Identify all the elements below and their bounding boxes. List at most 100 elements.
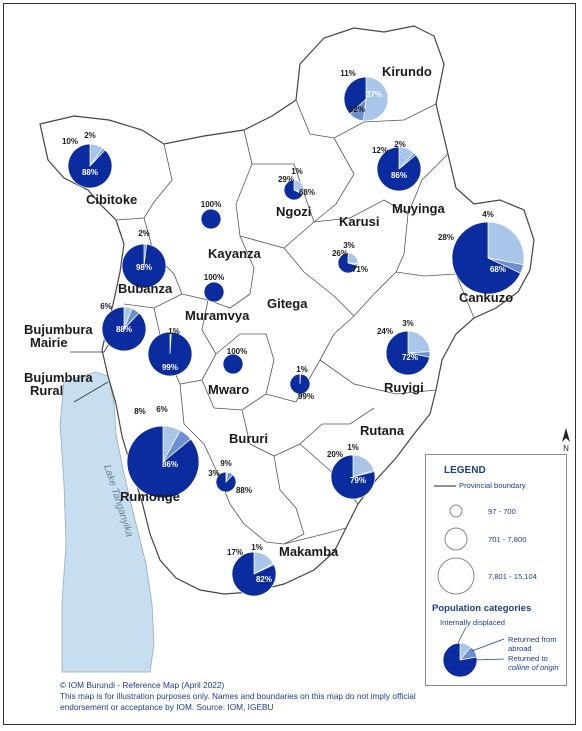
pie-label-muyinga: 2% — [394, 140, 406, 149]
province-label-karusi: Karusi — [339, 214, 379, 229]
pie-label-rutana: 20% — [327, 450, 343, 459]
pie-label-makamba: 82% — [256, 575, 272, 584]
leader-line-bujumbura-mairie — [70, 341, 111, 353]
legend-size-large-icon — [437, 557, 475, 595]
pie-slice-idp — [330, 454, 376, 500]
pie-label-cibitoke: 88% — [82, 168, 98, 177]
pie-rumonge — [126, 425, 200, 499]
legend-title: LEGEND — [444, 465, 486, 476]
pie-label-rumonge: 86% — [162, 460, 178, 469]
pie-slice-idp — [337, 252, 359, 274]
pie-label-bubanza: 98% — [136, 263, 152, 272]
province-label-ngozi: Ngozi — [276, 204, 311, 219]
province-label-bururi: Bururi — [229, 431, 268, 446]
pie-bujumbura_rural — [147, 331, 193, 377]
north-arrow-icon: N — [562, 428, 570, 453]
pie-label-cankuzo: 4% — [482, 210, 494, 219]
legend-abroad-label-1: Returned from — [508, 635, 557, 644]
pie-label-ruyigi: 24% — [377, 327, 393, 336]
pie-label-kayanza: 100% — [201, 200, 221, 209]
pie-label-rutana: 1% — [347, 443, 359, 452]
legend-pie-icon — [442, 626, 505, 678]
pie-label-karusi: 3% — [343, 241, 355, 250]
pie-label-karusi: 71% — [352, 265, 368, 274]
pie-label-muyinga: 12% — [372, 146, 388, 155]
province-label-muyinga: Muyinga — [392, 201, 445, 216]
province-label-muramvya: Muramvya — [185, 308, 250, 323]
pie-muramvya — [203, 281, 225, 303]
pie-label-muramvya: 100% — [204, 273, 224, 282]
pie-mwaro — [222, 353, 244, 375]
pie-label-kirundo: 52% — [349, 105, 365, 114]
footer-disclaimer-2: endorsement or acceptance by IOM. Source… — [60, 702, 274, 712]
footer-copyright: © IOM Burundi - Reference Map (April 202… — [60, 680, 225, 690]
legend-idp-label: Internally displaced — [440, 618, 506, 627]
legend-boundary-label: Provincial boundary — [459, 481, 526, 490]
pie-bubanza — [121, 243, 167, 289]
pie-cibitoke — [67, 143, 113, 189]
pie-kayanza — [200, 208, 222, 230]
footer-disclaimer-1: This map is for illustration purposes on… — [60, 691, 416, 701]
pie-label-rutana: 79% — [350, 476, 366, 485]
pie-label-mwaro: 100% — [227, 347, 247, 356]
pie-label-bujumbura_rural: 1% — [168, 327, 180, 336]
pie-makamba — [231, 551, 277, 597]
pie-charts: 37%52%11%88%10%2%68%29%1%86%12%2%71%26%3… — [62, 69, 525, 597]
pie-label-ruyigi: 72% — [402, 353, 418, 362]
leader-line-bujumbura-rural — [73, 381, 109, 403]
pie-label-makamba: 17% — [227, 548, 243, 557]
province-label-rutana: Rutana — [360, 423, 405, 438]
pie-slice-abroad — [487, 221, 525, 266]
legend-size-1-label: 97 - 700 — [488, 507, 516, 516]
pie-label-rumonge: 8% — [134, 407, 146, 416]
pie-label-bururi: 9% — [220, 459, 232, 468]
legend-colline-label-1: Returned to — [508, 654, 548, 663]
pie-label-cibitoke: 2% — [84, 131, 96, 140]
pie-label-kirundo: 11% — [340, 69, 356, 78]
legend-colline-label-2: colline of origin — [508, 663, 559, 672]
pie-label-ruyigi: 3% — [402, 319, 414, 328]
province-label-cankuzo: Cankuzo — [459, 290, 513, 305]
pie-gitega — [289, 373, 311, 395]
pie-label-cibitoke: 10% — [62, 137, 78, 146]
province-label-kayanza: Kayanza — [208, 246, 262, 261]
pie-label-bururi: 88% — [236, 486, 252, 495]
pie-slice-idp — [451, 221, 522, 295]
pie-slice-idp — [203, 281, 225, 303]
pie-slice-idp — [231, 551, 277, 597]
pie-slice-idp — [200, 208, 222, 230]
pie-slice-idp — [67, 143, 113, 189]
pie-slice-idp — [376, 146, 422, 192]
pie-slice-idp — [343, 76, 367, 115]
pie-slice-idp — [147, 331, 193, 377]
pie-slice-abroad — [362, 76, 389, 122]
legend-leader-line — [471, 638, 505, 652]
pie-slice-abroad — [407, 330, 431, 354]
legend-leader-line — [457, 626, 467, 644]
province-label-ruyigi: Ruyigi — [384, 380, 424, 395]
pie-label-cankuzo: 28% — [438, 233, 454, 242]
legend-leader-line — [473, 658, 505, 661]
pie-label-rumonge: 6% — [156, 405, 168, 414]
north-arrow-label: N — [563, 444, 569, 453]
pie-kirundo — [343, 76, 389, 122]
province-label-bubanza: Bubanza — [118, 281, 173, 296]
pie-slice-idp — [222, 353, 244, 375]
pie-ruyigi — [385, 330, 431, 376]
pie-label-kirundo: 37% — [366, 90, 382, 99]
pie-label-bujumbura_mairie: 6% — [100, 302, 112, 311]
pie-label-ngozi: 29% — [278, 175, 294, 184]
pie-label-bujumbura_mairie: 88% — [116, 325, 132, 334]
province-label-gitega: Gitega — [267, 296, 308, 311]
legend-size-3-label: 7,801 - 15,104 — [488, 572, 537, 581]
pie-label-cankuzo: 68% — [490, 265, 506, 274]
lake-tanganyika — [59, 371, 155, 673]
pie-rutana — [330, 454, 376, 500]
pie-slice-idp — [121, 243, 167, 289]
legend-pie-idp — [442, 642, 478, 678]
pie-slice-idp — [289, 373, 311, 395]
province-label-cibitoke: Cibitoke — [86, 192, 137, 207]
pie-slice-idp — [101, 306, 147, 352]
